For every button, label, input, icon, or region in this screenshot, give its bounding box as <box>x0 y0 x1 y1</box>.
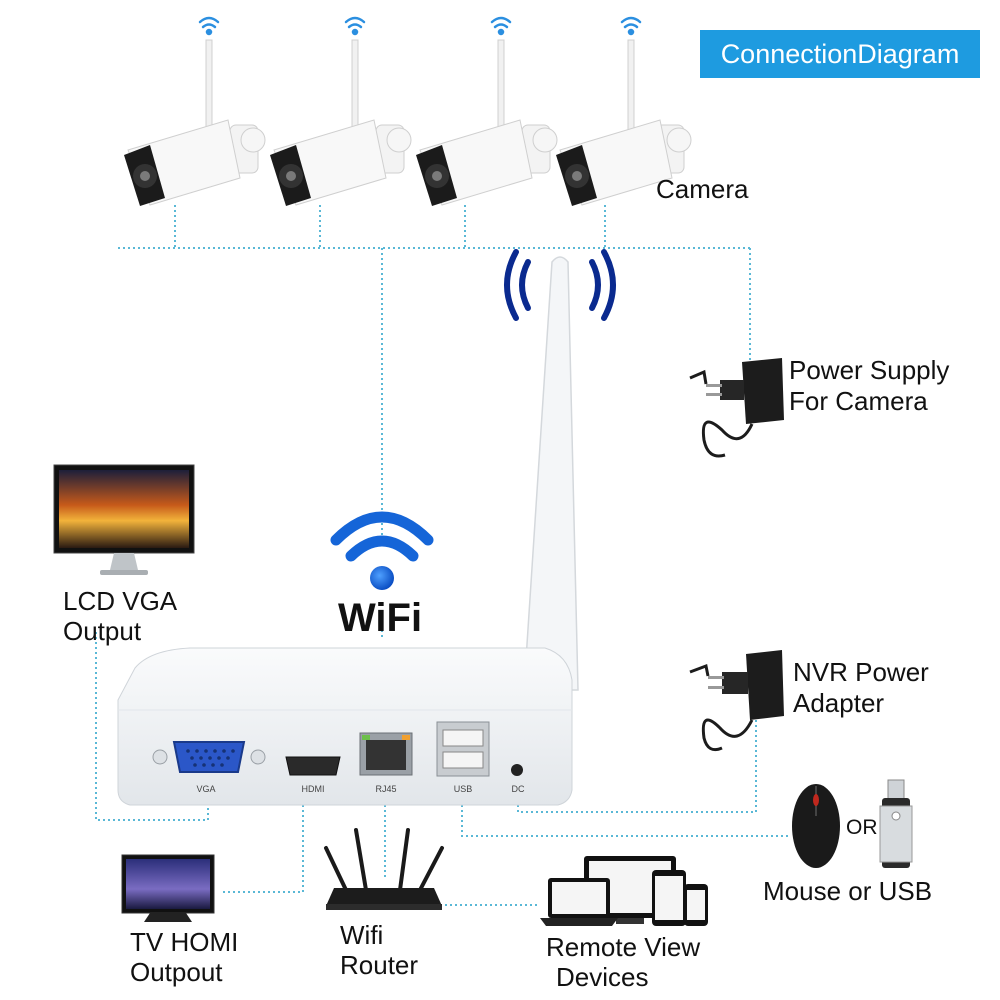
tv-monitor <box>121 854 215 922</box>
camera-wifi-icons <box>198 16 642 36</box>
label-router-line1: Wifi <box>340 920 384 950</box>
vga-port <box>152 741 266 773</box>
label-power-supply-line1: Power Supply <box>789 355 950 385</box>
camera-4 <box>556 39 692 206</box>
wifi-icon <box>330 511 434 562</box>
rj45-port <box>359 732 413 776</box>
wifi-router <box>324 828 444 910</box>
port-label-dc: DC <box>512 784 525 794</box>
nvr-device <box>117 647 573 806</box>
label-tv-line2: Outpout <box>130 957 223 987</box>
camera-2 <box>270 39 412 206</box>
power-supply-camera <box>689 358 784 458</box>
camera-group <box>124 16 692 206</box>
label-router-line2: Router <box>340 950 419 980</box>
label-camera: Camera <box>656 174 749 204</box>
usb-stick-icon <box>879 779 913 868</box>
label-nvr-power-line2: Adapter <box>793 688 885 718</box>
label-tv-line1: TV HOMI <box>130 927 239 957</box>
diagram-title: ConnectionDiagram <box>700 30 980 78</box>
label-power-supply-line2: For Camera <box>789 386 928 416</box>
wifi-icon-dot <box>370 566 394 590</box>
label-remote-line2: Devices <box>556 962 649 992</box>
label-or: OR <box>846 816 878 839</box>
remote-devices <box>540 856 708 926</box>
label-lcd-line1: LCD VGA <box>63 586 178 616</box>
mouse-icon <box>792 784 840 868</box>
lcd-monitor <box>53 464 195 575</box>
dc-port <box>511 764 523 776</box>
label-mouse-usb: Mouse or USB <box>763 876 933 906</box>
port-label-usb: USB <box>454 784 473 794</box>
usb-ports <box>436 721 490 777</box>
label-remote-line1: Remote View <box>546 932 701 962</box>
port-label-vga: VGA <box>196 784 215 794</box>
port-label-hdmi: HDMI <box>302 784 325 794</box>
nvr-antenna <box>523 256 579 691</box>
nvr-signal-icon <box>504 249 616 321</box>
label-nvr-power-line1: NVR Power <box>793 657 929 687</box>
hdmi-port <box>285 756 341 776</box>
port-label-rj45: RJ45 <box>375 784 396 794</box>
camera-3 <box>416 39 558 206</box>
label-lcd-line2: Output <box>63 616 142 646</box>
wifi-label: WiFi <box>338 596 423 640</box>
nvr-power-adapter <box>689 650 784 752</box>
camera-1 <box>124 39 266 206</box>
